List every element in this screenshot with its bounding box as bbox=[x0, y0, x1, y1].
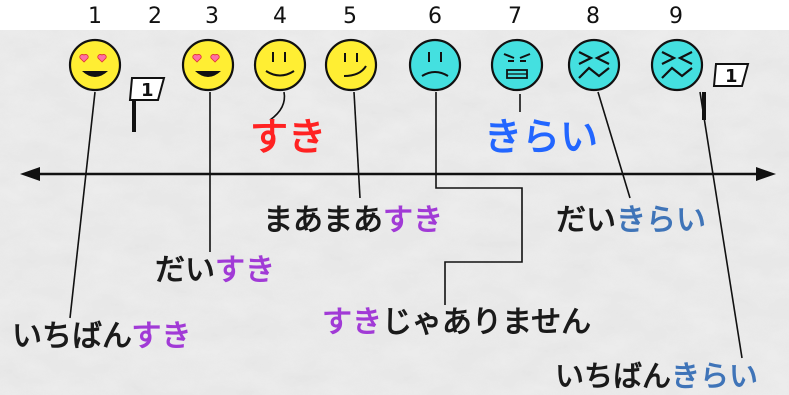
label-maamaa-suki: まあまあすき bbox=[263, 203, 443, 238]
flag-left-number: 1 bbox=[141, 80, 154, 101]
label-ichiban-suki: いちばんすき bbox=[12, 319, 192, 354]
scale-number-6: 6 bbox=[428, 4, 442, 29]
number-line-axis bbox=[20, 167, 776, 181]
heart-eyes-face-icon bbox=[181, 38, 235, 92]
scale-number-2: 2 bbox=[148, 4, 162, 29]
angry-face-icon bbox=[490, 38, 544, 92]
heart-eyes-face-icon bbox=[68, 38, 122, 92]
flag-right: 1 bbox=[712, 60, 752, 94]
scale-number-7: 7 bbox=[508, 4, 522, 29]
slight-smile-face-icon bbox=[324, 38, 378, 92]
sad-face-icon bbox=[408, 38, 462, 92]
scale-number-8: 8 bbox=[586, 4, 600, 29]
like-heading: すき bbox=[250, 115, 327, 159]
label-suki-ja-arimasen: すきじゃありません bbox=[322, 305, 592, 340]
label-dai-suki: だいすき bbox=[155, 253, 275, 288]
flag-left: 1 bbox=[128, 74, 168, 108]
dislike-heading: きらい bbox=[484, 115, 599, 159]
scale-number-9: 9 bbox=[669, 4, 683, 29]
scale-number-5: 5 bbox=[343, 4, 357, 29]
label-dai-kirai: だいきらい bbox=[556, 203, 706, 238]
very-angry-face-icon bbox=[567, 38, 621, 92]
scale-number-3: 3 bbox=[205, 4, 219, 29]
smile-face-icon bbox=[253, 38, 307, 92]
flag-right-number: 1 bbox=[725, 66, 738, 87]
label-ichiban-kirai: いちばんきらい bbox=[555, 359, 759, 393]
very-angry-face-icon bbox=[650, 38, 704, 92]
scale-number-1: 1 bbox=[88, 4, 102, 29]
scale-number-4: 4 bbox=[273, 4, 287, 29]
